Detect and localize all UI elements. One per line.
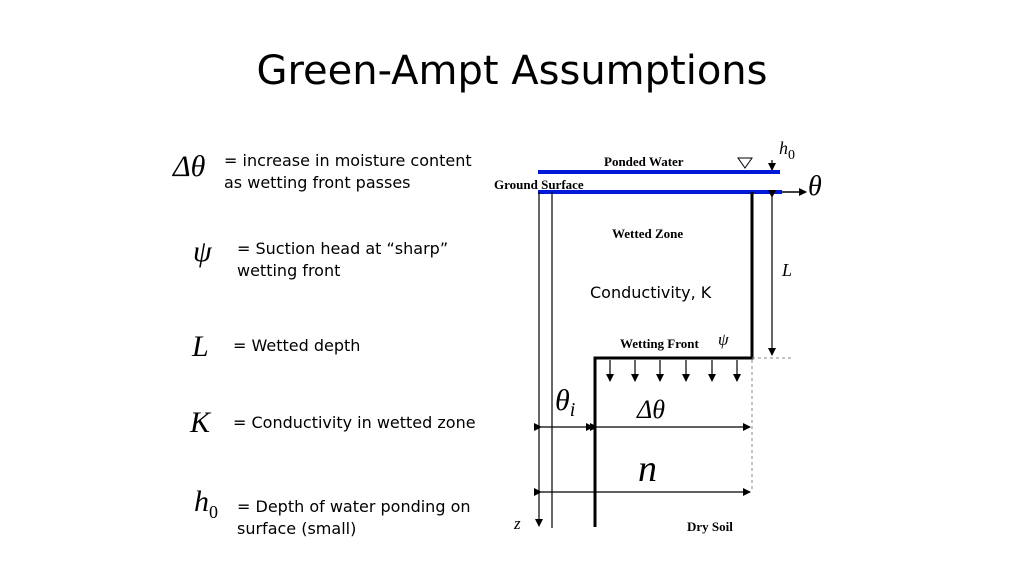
water-level-icon (737, 157, 753, 169)
z-label: z (513, 514, 521, 533)
L-label: L (781, 260, 792, 280)
h0-symbol: h0 (194, 485, 218, 523)
delta-theta-label: Δθ (636, 395, 665, 424)
moisture-profile-outline (593, 192, 754, 527)
ground-surface-label: Ground Surface (494, 177, 584, 192)
theta-i-label: θi (555, 384, 575, 421)
psi-label: ψ (718, 330, 729, 349)
theta-i-base: θ (555, 384, 570, 417)
theta-axis-label: θ (808, 171, 822, 202)
K-symbol: K (190, 406, 211, 439)
theta-i-subscript: i (570, 399, 576, 421)
wetting-front-label: Wetting Front (620, 336, 700, 351)
slide-title: Green-Ampt Assumptions (256, 48, 768, 94)
wetted-zone-label: Wetted Zone (612, 226, 683, 241)
L-symbol: L (192, 330, 209, 363)
h0-label-base: h (779, 138, 788, 158)
delta-theta-symbol: Δθ (173, 150, 206, 183)
K-definition: = Conductivity in wetted zone (233, 413, 476, 432)
psi-symbol: ψ (193, 235, 212, 268)
h0-symbol-base: h (194, 485, 209, 518)
n-label: n (638, 448, 657, 490)
ponded-water-label: Ponded Water (604, 154, 684, 169)
infiltration-arrows (606, 360, 741, 382)
h0-label-subscript: 0 (788, 148, 795, 163)
delta-theta-definition: = increase in moisture content as wettin… (224, 151, 472, 192)
h0-definition: = Depth of water ponding on surface (sma… (237, 497, 471, 538)
dry-soil-label: Dry Soil (687, 519, 733, 534)
psi-definition: = Suction head at “sharp” wetting front (237, 239, 449, 280)
h0-symbol-subscript: 0 (209, 502, 218, 522)
L-definition: = Wetted depth (233, 336, 361, 355)
conductivity-label: Conductivity, K (590, 283, 712, 302)
h0-label: h0 (779, 138, 795, 163)
